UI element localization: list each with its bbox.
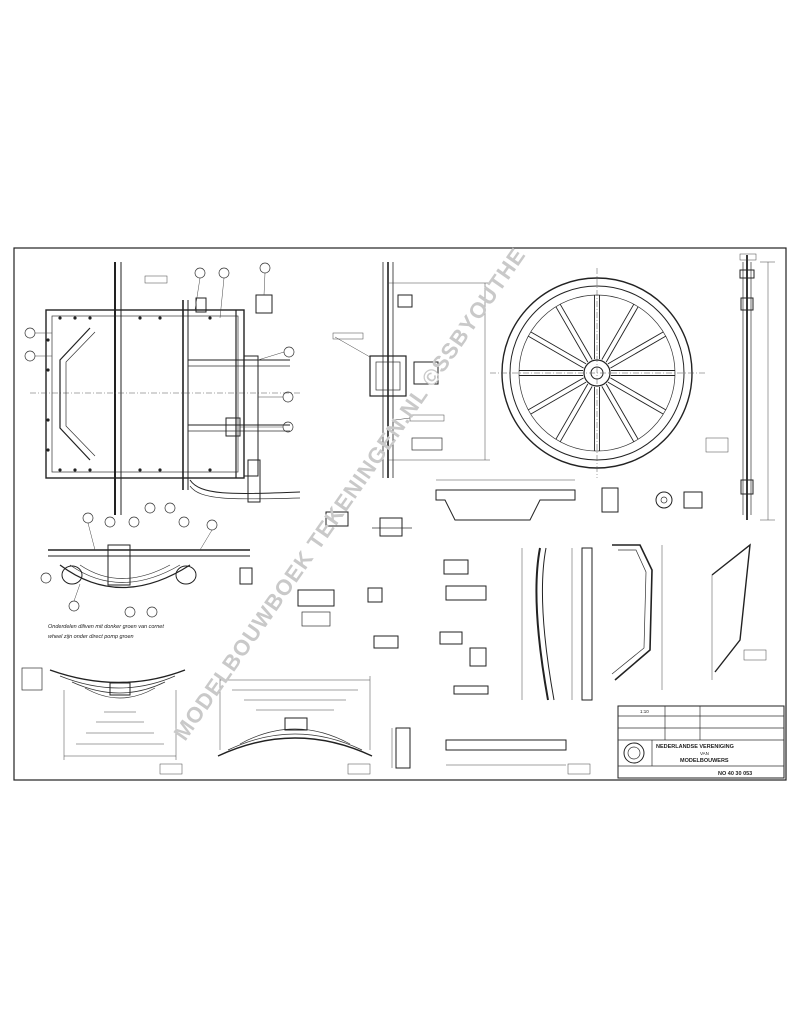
- wheel-spoke: [530, 331, 587, 365]
- wheel-spoke: [605, 383, 639, 440]
- spoked-wheel-view: [490, 268, 705, 478]
- wheel-spoke: [559, 303, 593, 360]
- note-line-2: wheel zijn onder direct pomp groen: [48, 634, 134, 640]
- wheel-spoke: [530, 381, 587, 415]
- axle-assembly-view: [332, 262, 490, 478]
- title-block-drawing-number: NO 40 30 053: [718, 771, 752, 777]
- leaf-spring-rear: [217, 676, 373, 775]
- small-detail-parts: [297, 479, 703, 775]
- wheel-spoke: [601, 303, 635, 360]
- title-block-scale: 1:10: [640, 709, 649, 714]
- title-block: 1:10 NEDERLANDSE VERENIGING VAN MODELBOU…: [617, 705, 785, 779]
- wheel-spokes: [519, 295, 675, 451]
- title-block-org-line-3: MODELBOUWERS: [680, 758, 729, 764]
- wheel-spoke: [601, 386, 635, 443]
- drawing-border: [13, 247, 787, 781]
- watermark-text: MODELBOUWBOEK TEKENINGEN.NL ©SSBYOUTHE: [169, 243, 531, 745]
- title-block-org-line-2: VAN: [700, 751, 709, 756]
- wheel-spoke: [527, 335, 584, 369]
- association-logo-icon: [623, 742, 645, 764]
- wheel-spoke: [610, 335, 667, 369]
- title-block-org-line-1: NEDERLANDSE VERENIGING: [656, 744, 734, 750]
- wheel-spoke: [555, 306, 589, 363]
- wheel-spoke: [607, 381, 664, 415]
- wheel-spoke: [607, 331, 664, 365]
- leaf-spring-front: [21, 667, 186, 775]
- wheel-spoke: [610, 377, 667, 411]
- wheel-spoke: [555, 383, 589, 440]
- axle-side-elevation: [40, 512, 253, 618]
- wheel-spoke: [559, 386, 593, 443]
- wheel-spoke: [605, 306, 639, 363]
- chassis-plan-view: [24, 262, 301, 515]
- vertical-shaft-view: [705, 253, 775, 521]
- note-line-1: Onderdelen diliven mit donker groen van …: [48, 624, 164, 630]
- wheel-spoke: [527, 377, 584, 411]
- lever-and-strap-views: [521, 543, 767, 701]
